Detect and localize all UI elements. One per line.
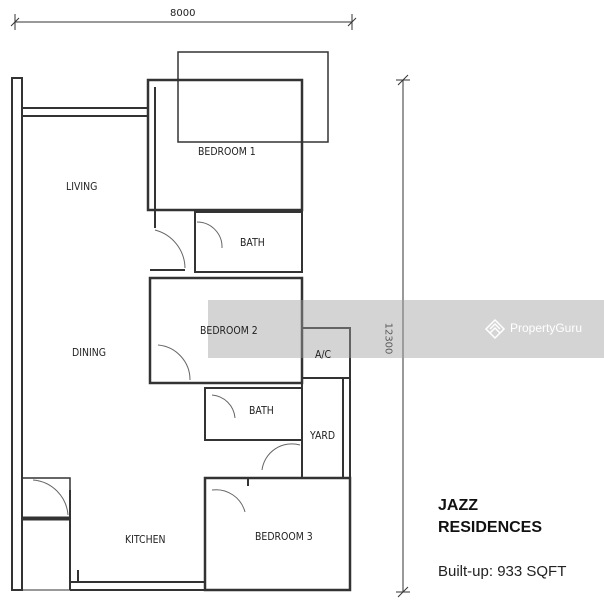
width-dimension-label: 8000: [170, 8, 196, 19]
room-label-bedroom-2: BEDROOM 2: [200, 324, 258, 337]
watermark-text: PropertyGuru: [510, 321, 583, 335]
room-label-ac: A/C: [315, 348, 332, 361]
room-label-bath-2: BATH: [249, 404, 274, 417]
room-label-living: LIVING: [66, 180, 98, 193]
room-label-yard: YARD: [310, 429, 336, 442]
walls: [11, 51, 352, 592]
propertyguru-logo-icon: [484, 318, 506, 340]
room-label-bedroom-3: BEDROOM 3: [255, 530, 313, 543]
watermark-band: [208, 300, 604, 358]
room-label-bath-1: BATH: [240, 236, 265, 249]
height-dimension-line: [396, 74, 410, 598]
built-up-area: Built-up: 933 SQFT: [438, 563, 567, 580]
width-dimension-line: [10, 14, 357, 30]
room-label-dining: DINING: [72, 346, 106, 359]
project-name-line-1: JAZZ: [438, 497, 478, 514]
door-swings: [32, 221, 301, 516]
project-name-line-2: RESIDENCES: [438, 519, 543, 536]
room-label-bedroom-1: BEDROOM 1: [198, 145, 256, 158]
room-label-kitchen: KITCHEN: [125, 533, 166, 546]
